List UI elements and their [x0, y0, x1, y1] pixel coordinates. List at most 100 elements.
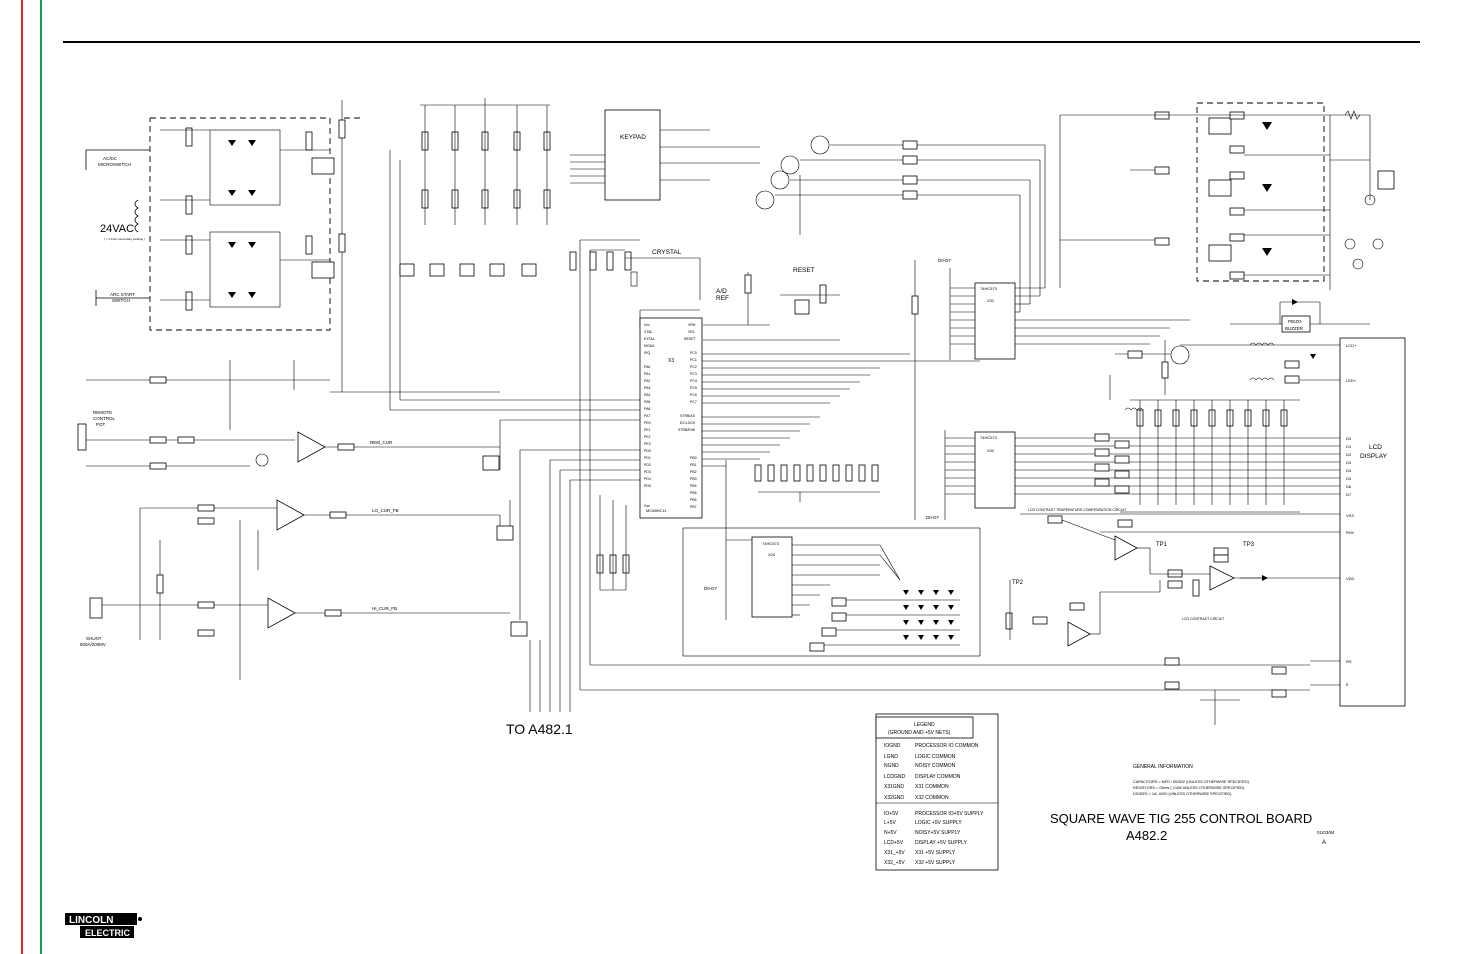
svg-text:PB2: PB2	[690, 470, 697, 474]
latch-x32: 74HC573 X32 D0-D7	[926, 430, 1340, 520]
lcd-contrast-circuits: LCD CONTRAST TEMPERATURE COMPENSATION CI…	[1005, 508, 1268, 647]
ad-ref-block: A/D REF	[703, 272, 770, 326]
general-info-line: RESISTORS = Ohms ( 1/4W UNLESS OTHERWISE…	[1133, 786, 1245, 790]
led-matrix	[824, 544, 960, 646]
svg-text:EXTAL: EXTAL	[644, 337, 655, 341]
svg-text:PB0: PB0	[690, 456, 697, 460]
power-input-section: 24VAC ( > 1.0 AC secondary winding ) AC/…	[85, 100, 500, 393]
to-ref-label: TO A482.1	[506, 721, 573, 737]
d0d7-label-c: D0-D7	[704, 586, 718, 591]
svg-text:D2: D2	[1346, 452, 1352, 457]
vac-label: 24VAC	[100, 223, 134, 235]
svg-text:PD1: PD1	[644, 456, 651, 460]
lcd-contrast-label-2: LCD CONTRAST CIRCUIT	[1182, 617, 1225, 621]
buzzer-label-2: BUZZER	[1285, 326, 1304, 331]
svg-text:R/W: R/W	[1346, 530, 1354, 535]
svg-text:PA1: PA1	[644, 372, 650, 376]
rs-e-lines	[1164, 657, 1340, 725]
svg-text:D6: D6	[1346, 484, 1352, 489]
keypad-block: KEYPAD	[604, 109, 661, 201]
legend-ground-net: X32GND	[884, 795, 904, 801]
svg-text:( > 1.0 AC secondary winding ): ( > 1.0 AC secondary winding )	[104, 237, 145, 241]
lcd-pullup-resistors	[1120, 399, 1300, 513]
svg-text:D7: D7	[1346, 492, 1352, 497]
svg-text:D3: D3	[1346, 460, 1352, 465]
board-title: SQUARE WAVE TIG 255 CONTROL BOARD	[1050, 811, 1312, 826]
legend-ground-desc: X31 COMMON	[915, 784, 949, 790]
legend-supply-desc: PROCESSOR IO+5V SUPPLY	[915, 811, 984, 817]
d0d7-label-a: D0-D7	[938, 258, 952, 263]
lincoln-electric-logo: LINCOLN ELECTRIC	[65, 913, 142, 938]
legend-ground-desc: LOGIC COMMON	[915, 754, 956, 760]
legend-supply-desc: X32 +5V SUPPLY	[915, 860, 956, 866]
svg-text:D4: D4	[1346, 468, 1352, 473]
arc-start-label-2: SWITCH	[112, 298, 130, 303]
svg-text:XTAL: XTAL	[644, 330, 653, 334]
general-info-line: DIODES = 1A, 400V (UNLESS OTHERWISE SPEC…	[1133, 792, 1232, 796]
d0d7-label-b: D0-D7	[926, 515, 940, 520]
legend-supply-desc: X31 +5V SUPPLY	[915, 850, 956, 856]
remote-pot-label-3: POT	[96, 422, 106, 427]
tp2-label: TP2	[1012, 580, 1024, 586]
svg-text:PD4: PD4	[644, 477, 651, 481]
legend-supply-net: IO+5V	[884, 811, 899, 817]
led-latch-block: 74HC573 X20 D0-D7	[682, 460, 981, 657]
mcu-label: MC68HC11	[646, 508, 667, 513]
legend-ground-net: LGND	[884, 754, 898, 760]
bridge-rectifier-2	[209, 231, 281, 308]
legend-supply-desc: DISPLAY +5V SUPPLY	[915, 840, 967, 846]
latch3-label: 74HC573	[762, 541, 780, 546]
general-info-heading: GENERAL INFORMATION	[1133, 764, 1193, 770]
svg-text:PE3: PE3	[644, 442, 651, 446]
svg-text:PB1: PB1	[690, 463, 697, 467]
svg-text:LED+: LED+	[1346, 378, 1357, 383]
opto-coupler-1	[311, 157, 335, 175]
svg-text:IRQ: IRQ	[644, 351, 651, 355]
svg-text:E: E	[1346, 682, 1349, 687]
scr-driver-section	[1059, 102, 1395, 290]
svg-text:X32: X32	[987, 448, 995, 453]
svg-text:PA3: PA3	[644, 386, 650, 390]
svg-text:PC1: PC1	[690, 358, 697, 362]
buzzer-block: PIEZO BUZZER	[1230, 299, 1370, 333]
svg-text:PC3: PC3	[690, 372, 697, 376]
svg-text:PD3: PD3	[644, 470, 651, 474]
crystal-label: CRYSTAL	[652, 249, 682, 256]
svg-text:STRB/AS: STRB/AS	[680, 414, 696, 418]
lo-cur-fb-label: LO_CUR_FB	[372, 508, 399, 513]
legend-ground-desc: X32 COMMON	[915, 795, 949, 801]
reset-block: RESET	[703, 267, 840, 341]
svg-text:MODA: MODA	[644, 344, 655, 348]
pulldown-resistor-bank	[596, 464, 880, 591]
bridge-rectifier-1	[209, 129, 281, 206]
acdc-switch-label-1: AC/DC	[103, 156, 118, 161]
logo-line2: ELECTRIC	[85, 928, 131, 938]
pullup-resistor-ladder	[399, 105, 632, 637]
svg-text:PC4: PC4	[690, 379, 697, 383]
svg-text:Vss: Vss	[644, 504, 650, 508]
svg-text:D0: D0	[1346, 436, 1352, 441]
opamp-rem	[297, 431, 326, 463]
svg-text:PB3: PB3	[690, 477, 697, 481]
bus-wiring	[389, 98, 1310, 712]
legend-ground-desc: DISPLAY COMMON	[915, 774, 961, 780]
svg-text:PB4: PB4	[690, 484, 697, 488]
shunt-label-1: SHUNT	[86, 636, 102, 641]
svg-text:PA4: PA4	[644, 393, 650, 397]
legend-box	[875, 713, 999, 871]
svg-text:X3: X3	[668, 358, 674, 364]
arc-start-label-1: ARC START	[110, 292, 135, 297]
board-date: 01/03/94	[1317, 830, 1335, 835]
ad-ref-label-2: REF	[716, 295, 729, 302]
svg-text:PE2: PE2	[644, 435, 651, 439]
buzzer-label-1: PIEZO	[1288, 319, 1302, 324]
svg-text:PB7: PB7	[690, 505, 697, 509]
latch2-label: 74HC573	[980, 435, 998, 440]
reset-label: RESET	[793, 267, 815, 274]
remote-pot-label-1: REMOTE	[93, 410, 112, 415]
svg-text:PC2: PC2	[690, 365, 697, 369]
svg-text:PA6: PA6	[644, 407, 650, 411]
svg-text:VDD: VDD	[1346, 576, 1355, 581]
opamp-lo-cur	[276, 499, 305, 531]
